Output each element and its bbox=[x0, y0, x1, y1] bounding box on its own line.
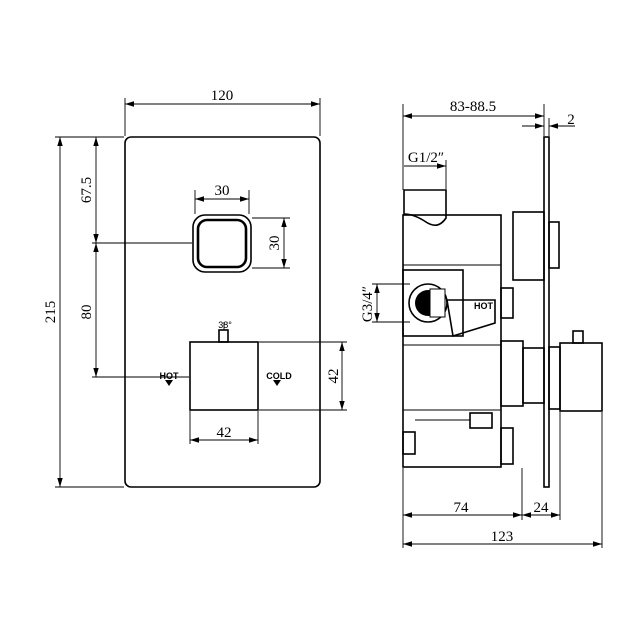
side-handle-collar bbox=[548, 346, 561, 410]
dim-height: 215 bbox=[43, 301, 59, 324]
dim-handle-height: 42 bbox=[326, 369, 342, 384]
lower-stub bbox=[500, 427, 514, 465]
dim-width: 120 bbox=[211, 88, 234, 104]
dim-handle-width: 42 bbox=[217, 425, 232, 441]
front-view: 120 215 67.5 80 30 30 42 42 HOT COLD 38° bbox=[43, 88, 347, 488]
thermostat-handle bbox=[189, 341, 259, 411]
dim-outlet-thread: G3/4″ bbox=[360, 286, 376, 322]
side-view: HOT 83-88.5 2 G1/2″ G3/4″ 74 24 12 bbox=[360, 99, 603, 548]
side-handle bbox=[559, 342, 603, 412]
valve-body bbox=[402, 214, 502, 468]
thermo-cartridge bbox=[500, 340, 524, 407]
handle-indicator bbox=[218, 329, 229, 343]
dim-inlet-thread: G1/2″ bbox=[408, 150, 444, 166]
diverter-button-outer bbox=[192, 214, 252, 273]
side-indicator bbox=[572, 330, 584, 344]
label-temp: 38° bbox=[218, 320, 232, 330]
thermo-neck bbox=[522, 347, 545, 404]
face-plate bbox=[124, 136, 321, 488]
label-hot: HOT bbox=[160, 371, 180, 381]
outlet-housing bbox=[402, 269, 464, 337]
upper-spindle bbox=[548, 221, 560, 269]
dim-button-height: 30 bbox=[267, 236, 283, 251]
upper-cartridge bbox=[512, 211, 545, 281]
top-inlet bbox=[403, 189, 447, 226]
mid-stub bbox=[500, 287, 514, 319]
hot-arrow-icon bbox=[165, 380, 173, 386]
outlet-slot bbox=[429, 288, 446, 318]
diverter-button-inner bbox=[196, 218, 248, 269]
dim-top-offset: 67.5 bbox=[79, 177, 95, 203]
dim-handle-depth: 24 bbox=[534, 500, 550, 516]
side-face-plate bbox=[543, 136, 550, 488]
label-cold: COLD bbox=[266, 371, 292, 381]
dim-body-depth: 74 bbox=[454, 500, 470, 516]
dim-button-spacing: 80 bbox=[79, 305, 95, 320]
side-label-hot: HOT bbox=[474, 301, 494, 311]
cold-arrow-icon bbox=[273, 380, 281, 386]
front-extension-lines bbox=[55, 98, 347, 488]
dim-depth-range: 83-88.5 bbox=[450, 99, 496, 115]
dim-overall-depth: 123 bbox=[491, 529, 514, 545]
dim-button-width: 30 bbox=[215, 183, 230, 199]
dim-plate-thickness: 2 bbox=[567, 112, 575, 128]
